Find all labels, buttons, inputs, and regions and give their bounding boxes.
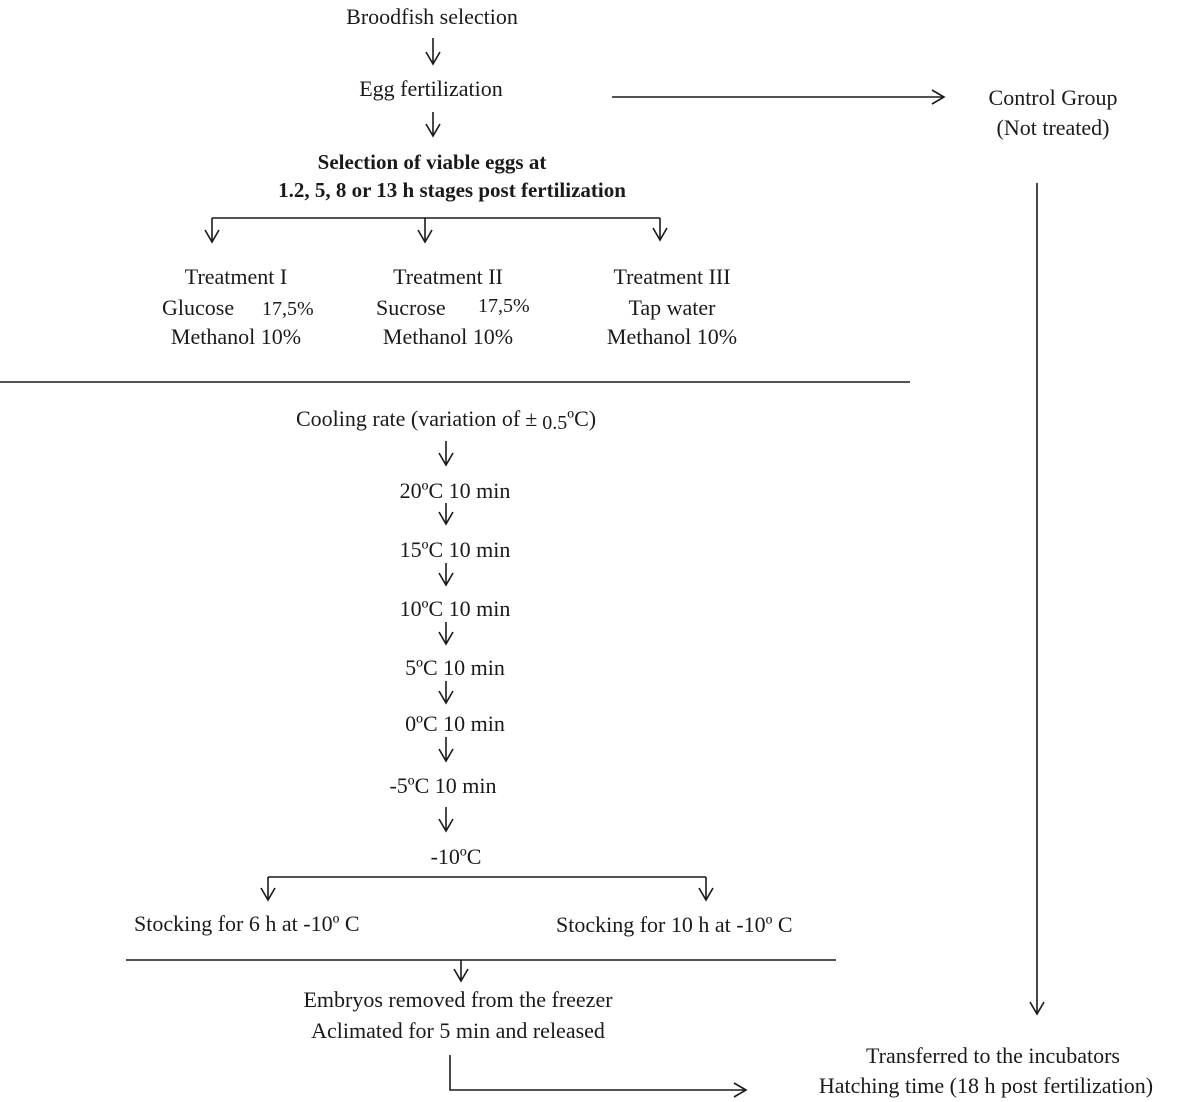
stocking-6h: Stocking for 6 h at -10º C [134, 911, 360, 936]
cooling-step-0c: 0ºC 10 min [405, 711, 505, 736]
cooling-step-minus10c: -10ºC [430, 844, 482, 869]
cooling-rate-value: 0.5 [542, 412, 568, 434]
cooling-step-20c: 20ºC 10 min [399, 478, 511, 503]
cooling-rate-prefix: Cooling rate (variation of [296, 406, 521, 431]
arrow-to-incubators [449, 1055, 748, 1098]
removal-line1: Embryos removed from the freezer [303, 987, 613, 1012]
step-selection-line1: Selection of viable eggs at [317, 150, 547, 174]
treatment-branch-connector [204, 217, 668, 244]
stocking-10h: Stocking for 10 h at -10º C [556, 912, 793, 937]
arrow-to-removal [453, 960, 469, 983]
arrow-cooling-4 [438, 681, 454, 705]
arrow-to-control-group [612, 89, 946, 105]
arrow-cooling-2 [438, 563, 454, 587]
arrow-cooling-1 [438, 503, 454, 526]
control-group-note: (Not treated) [996, 115, 1110, 140]
treatment-1-title: Treatment I [184, 264, 288, 289]
arrow-fertilization-to-selection [425, 112, 441, 138]
cooling-rate-suffix: ºC) [567, 406, 597, 431]
step-broodfish-selection: Broodfish selection [346, 4, 518, 29]
control-group-label: Control Group [988, 85, 1118, 110]
treatment-3-title: Treatment III [613, 264, 731, 289]
step-selection-line2: 1.2, 5, 8 or 13 h stages post fertilizat… [278, 178, 626, 202]
stocking-branch-connector [260, 876, 714, 902]
treatment-2-methanol: Methanol 10% [382, 324, 514, 349]
arrow-broodfish-to-fertilization [425, 38, 441, 66]
step-egg-fertilization: Egg fertilization [359, 76, 503, 101]
treatment-1-agent: Glucose [162, 295, 235, 320]
final-hatching-time: Hatching time (18 h post fertilization) [818, 1073, 1154, 1098]
arrow-cooling-6 [438, 807, 454, 833]
arrow-cooling-3 [438, 622, 454, 646]
cooling-step-15c: 15ºC 10 min [399, 537, 511, 562]
cooling-step-10c: 10ºC 10 min [399, 596, 511, 621]
treatment-2-agent: Sucrose [376, 295, 446, 320]
removal-line2: Aclimated for 5 min and released [311, 1018, 605, 1043]
treatment-1-methanol: Methanol 10% [170, 324, 302, 349]
arrow-cooling-title [438, 441, 454, 467]
treatment-3-agent: Tap water [628, 295, 716, 320]
treatment-2-agent-percent: 17,5% [478, 295, 530, 317]
arrow-cooling-5 [438, 737, 454, 763]
treatment-3-methanol: Methanol 10% [606, 324, 738, 349]
final-transferred: Transferred to the incubators [866, 1043, 1120, 1068]
cooling-step-minus5c: -5ºC 10 min [389, 773, 497, 798]
cooling-rate-plusminus: ± [525, 406, 538, 431]
cooling-step-5c: 5ºC 10 min [405, 655, 505, 680]
arrow-control-to-incubators [1029, 183, 1045, 1016]
treatment-1-agent-percent: 17,5% [262, 298, 314, 320]
treatment-2-title: Treatment II [393, 264, 503, 289]
cooling-rate-title: Cooling rate (variation of±0.5ºC) [296, 405, 596, 434]
